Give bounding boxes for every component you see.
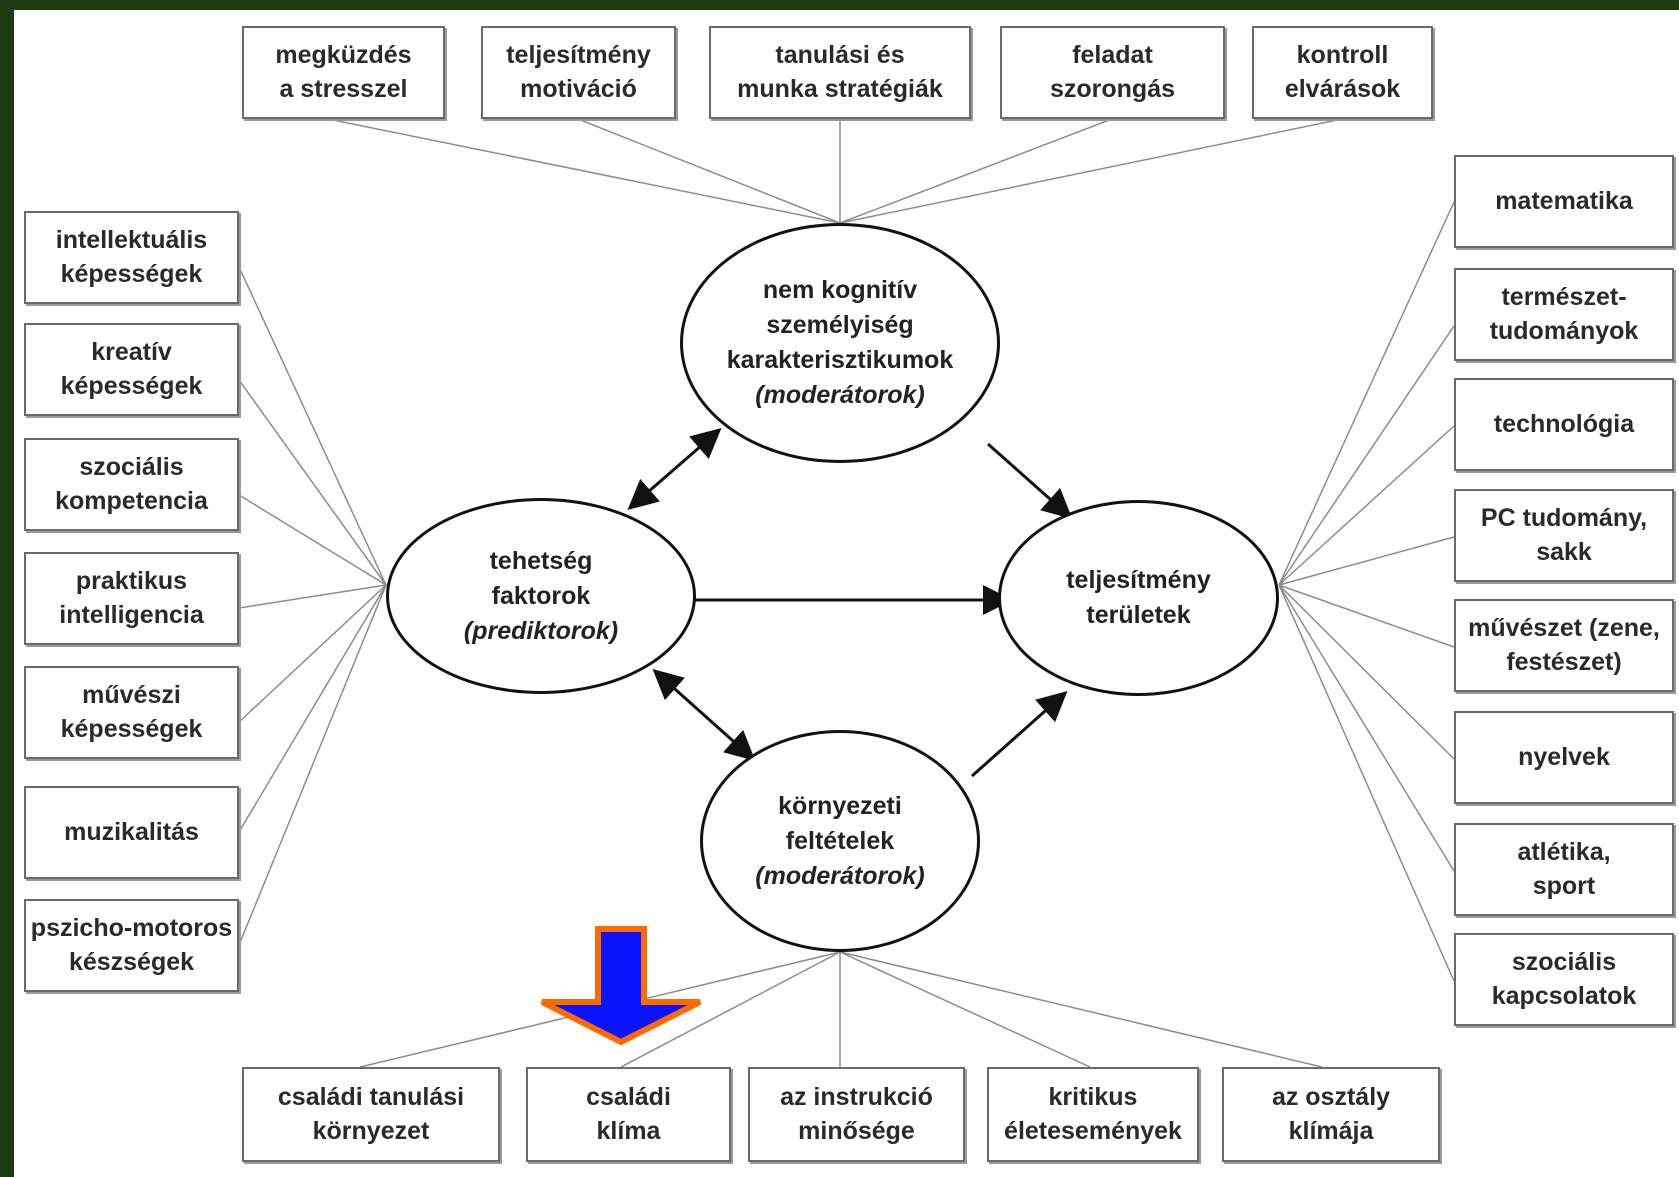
box-left-musicality: muzikalitás — [24, 786, 239, 879]
diagram-canvas: nem kognitív személyiség karakterisztiku… — [14, 10, 1679, 1177]
noncog-line-2: személyiség — [766, 311, 914, 339]
connector-lines — [238, 118, 1455, 1068]
box-top-achievement-motivation: teljesítmény motiváció — [481, 26, 676, 119]
box-bottom-family-learning: családi tanulási környezet — [242, 1067, 500, 1162]
node-environmental-conditions: környezeti feltételek (moderátorok) — [700, 730, 980, 952]
noncog-line-1: nem kognitív — [762, 276, 918, 304]
talent-sub: (prediktorok) — [463, 616, 619, 645]
fan-lines — [238, 118, 1455, 1068]
box-bottom-class-climate: az osztály klímája — [1222, 1067, 1440, 1162]
noncog-line-3: karakterisztikumok — [726, 346, 954, 374]
box-top-coping-stress: megküzdés a stresszel — [242, 26, 445, 119]
box-right-social-relations: szociális kapcsolatok — [1454, 933, 1674, 1026]
relation-arrows — [627, 428, 1073, 778]
box-right-art: művészet (zene, festészet) — [1454, 599, 1674, 692]
highlight-down-arrow-icon — [540, 926, 702, 1046]
perf-line-1: teljesítmény — [1066, 566, 1211, 594]
box-right-languages: nyelvek — [1454, 711, 1674, 804]
box-bottom-critical-life-events: kritikus életesemények — [987, 1067, 1199, 1162]
env-line-2: feltételek — [785, 826, 895, 855]
talent-line-1: tehetség — [489, 546, 593, 575]
box-right-athletics: atlétika, sport — [1454, 823, 1674, 916]
noncog-sub: (moderátorok) — [755, 381, 925, 409]
node-talent-factors: tehetség faktorok (prediktorok) — [386, 498, 696, 694]
box-bottom-instruction-quality: az instrukció minősége — [748, 1067, 965, 1162]
box-left-creative: kreatív képességek — [24, 323, 239, 416]
env-sub: (moderátorok) — [755, 861, 925, 890]
box-right-mathematics: matematika — [1454, 155, 1674, 248]
box-left-psychomotor: pszicho-motoros készségek — [24, 899, 239, 992]
box-left-artistic: művészi képességek — [24, 666, 239, 759]
box-top-control-expectations: kontroll elvárások — [1252, 26, 1433, 119]
box-left-intellectual: intellektuális képességek — [24, 211, 239, 304]
box-left-social-competence: szociális kompetencia — [24, 438, 239, 531]
box-bottom-family-climate: családi klíma — [526, 1067, 731, 1162]
box-right-technology: technológia — [1454, 378, 1674, 471]
talent-line-2: faktorok — [491, 581, 591, 610]
node-noncognitive-moderators: nem kognitív személyiség karakterisztiku… — [680, 223, 1000, 463]
box-right-natural-sciences: természet- tudományok — [1454, 268, 1674, 361]
box-left-practical-intelligence: praktikus intelligencia — [24, 552, 239, 645]
env-line-1: környezeti — [778, 791, 902, 820]
box-top-task-anxiety: feladat szorongás — [1000, 26, 1225, 119]
box-right-pc-chess: PC tudomány, sakk — [1454, 489, 1674, 582]
perf-line-2: területek — [1086, 601, 1191, 629]
node-performance-areas: teljesítmény területek — [998, 500, 1279, 696]
box-top-learning-strategies: tanulási és munka stratégiák — [709, 26, 971, 119]
